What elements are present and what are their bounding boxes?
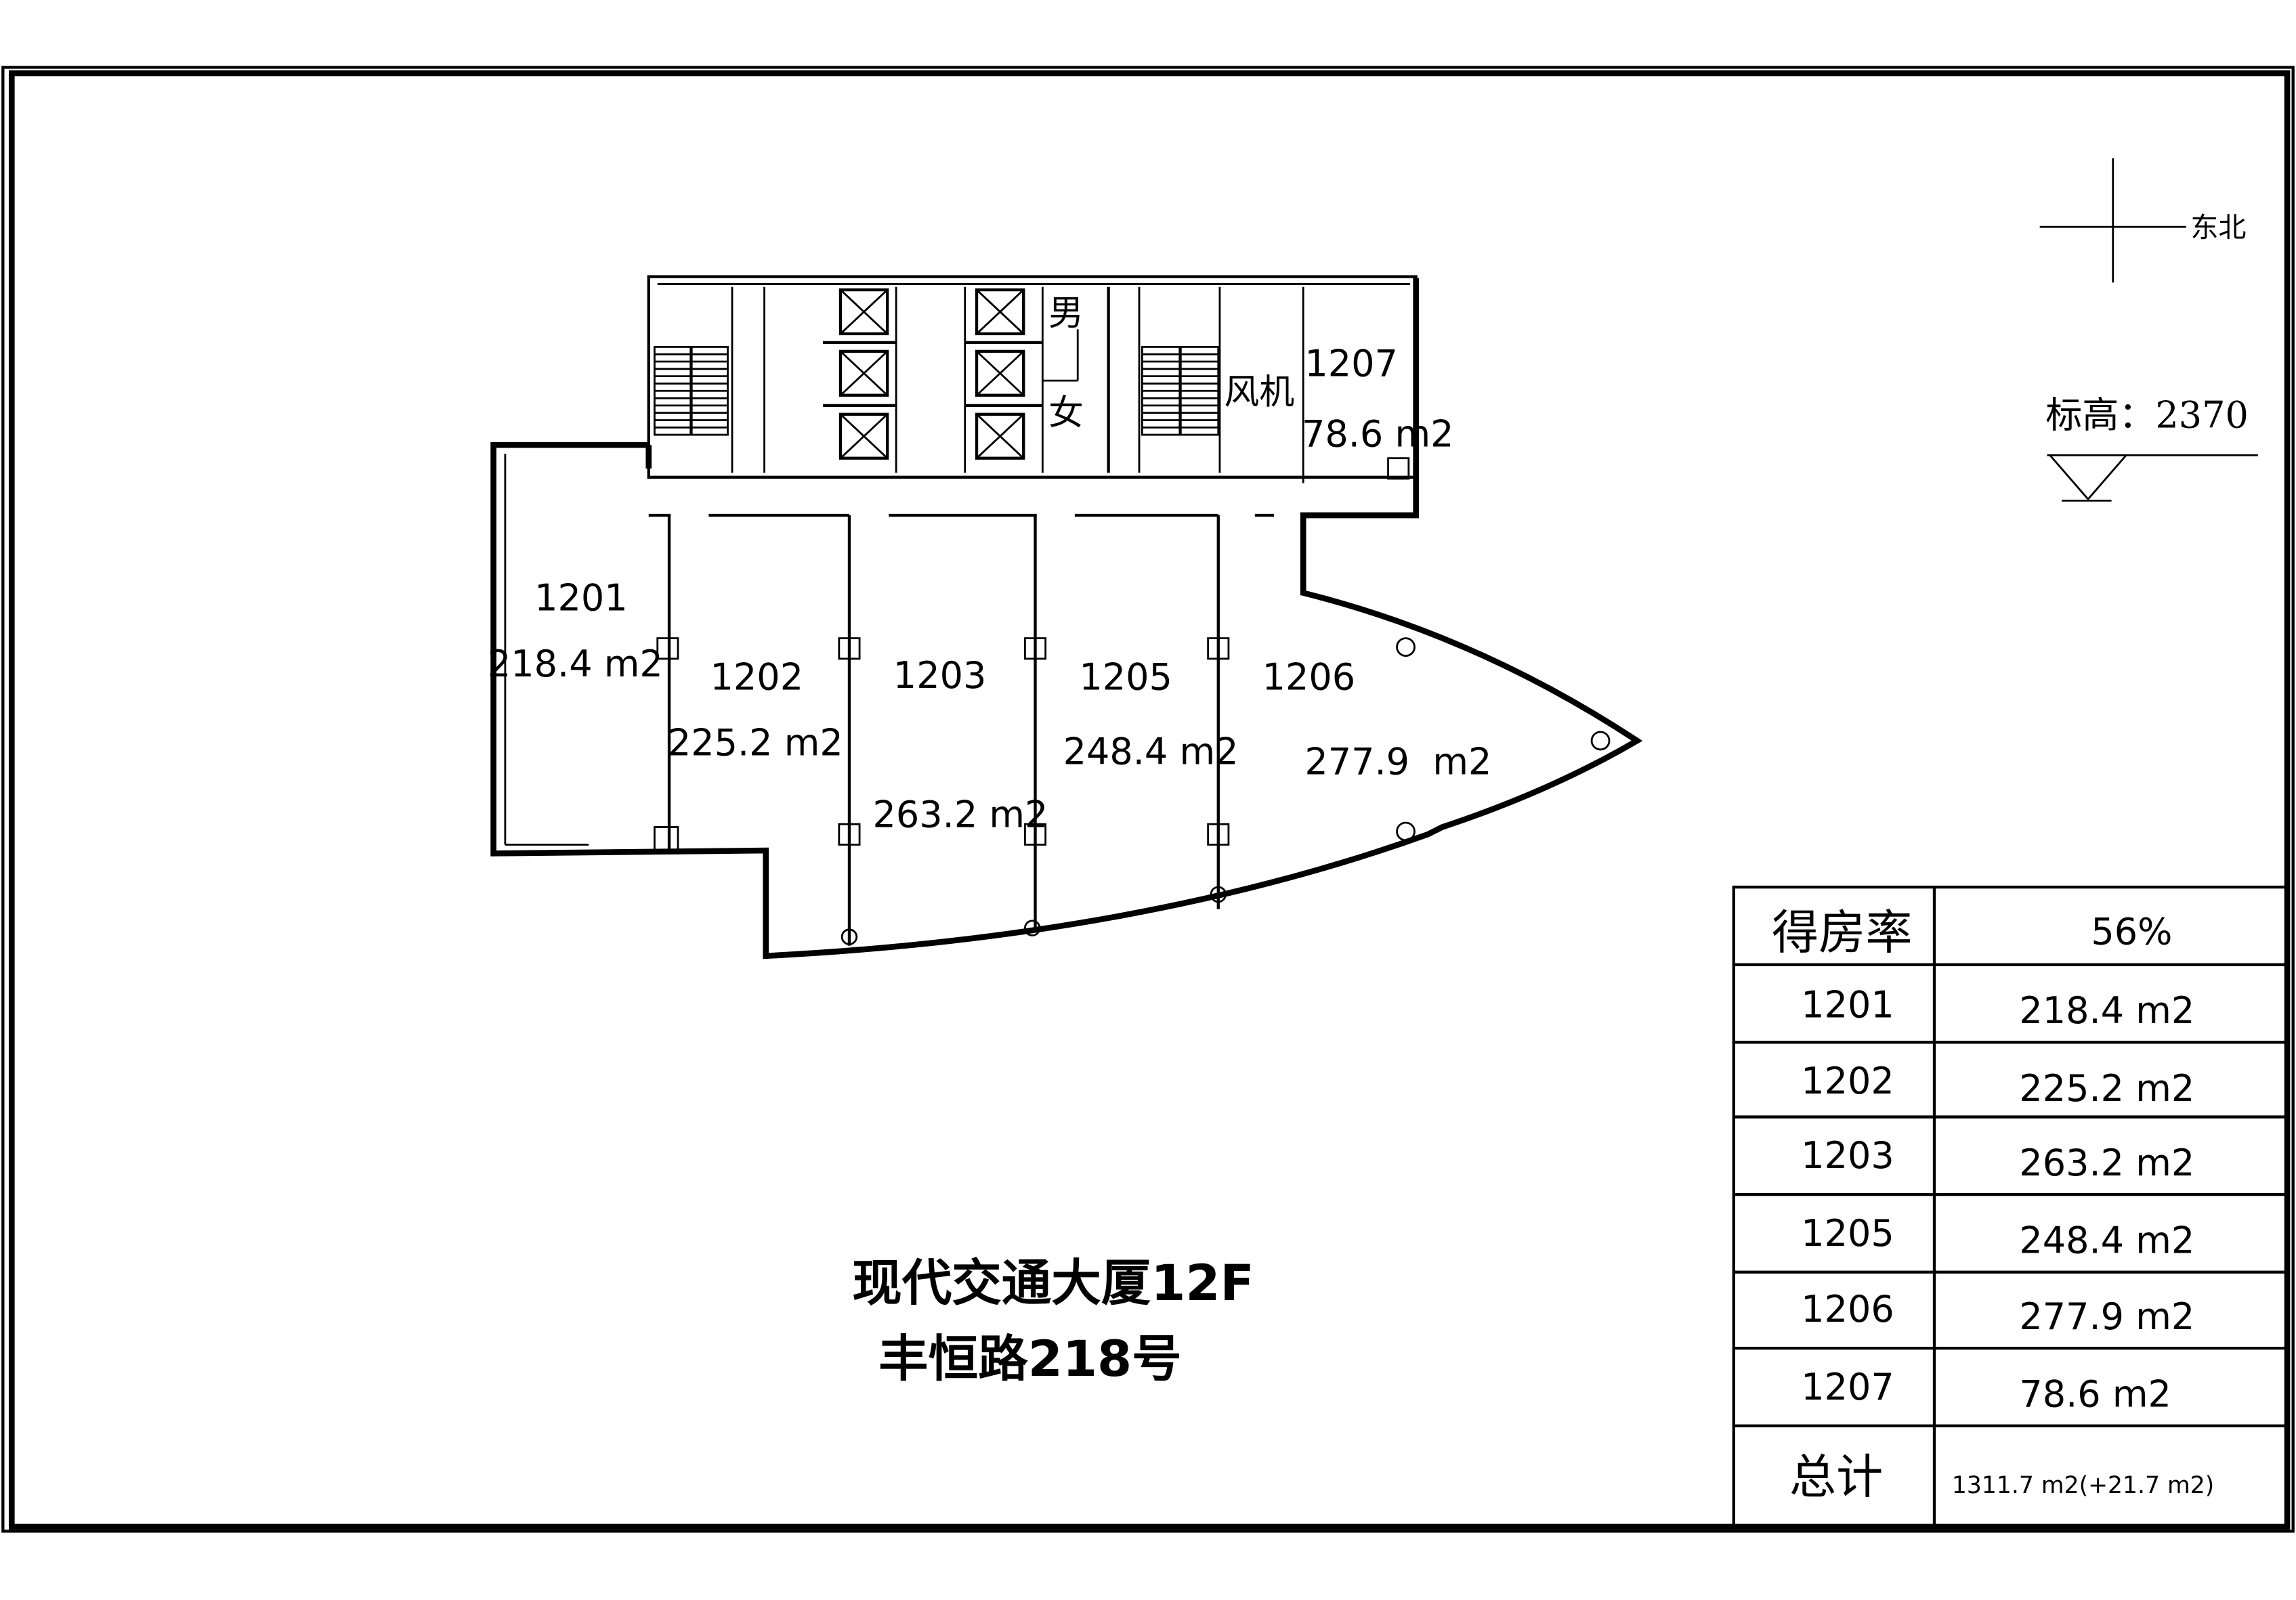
table-unit: 1203 <box>1801 1134 1894 1177</box>
compass-label: 东北 <box>2190 211 2246 244</box>
outer-frame <box>1 66 2295 1533</box>
table-unit: 1206 <box>1801 1288 1894 1331</box>
area-table: 得房率 56% 1201 218.4 m2 1202 225.2 m2 1203… <box>1732 885 2289 1529</box>
table-header-value: 56% <box>2091 910 2172 953</box>
core-block <box>647 275 1418 479</box>
stair-icon <box>1141 345 1220 436</box>
table-area: 248.4 m2 <box>2019 1219 2194 1262</box>
table-area: 263.2 m2 <box>2019 1142 2194 1184</box>
table-area: 277.9 m2 <box>2019 1295 2194 1338</box>
room-1205-number: 1205 <box>1079 655 1172 698</box>
table-total-label: 总计 <box>1789 1450 1883 1505</box>
elevator-icon <box>838 288 889 336</box>
elevation-label: 标高：2370 <box>2045 393 2249 436</box>
table-unit: 1207 <box>1801 1366 1894 1408</box>
table-unit: 1201 <box>1801 984 1894 1026</box>
partition-walls <box>648 457 1611 946</box>
table-total-value: 1311.7 m2(+21.7 m2) <box>1952 1472 2214 1499</box>
table-unit: 1205 <box>1801 1212 1894 1255</box>
room-1202-area: 225.2 m2 <box>668 722 843 764</box>
room-1201-number: 1201 <box>534 577 628 620</box>
drawing-title: 现代交通大厦12F <box>852 1255 1254 1312</box>
building-outline <box>490 278 1643 959</box>
compass-icon <box>2039 158 2186 283</box>
fan-room-label: 风机 <box>1224 372 1294 413</box>
elevator-icon <box>975 288 1025 336</box>
room-1203-number: 1203 <box>893 654 987 697</box>
elevator-icon <box>975 412 1025 460</box>
room-1206-number: 1206 <box>1262 655 1356 698</box>
inner-frame <box>8 70 2291 1530</box>
table-unit: 1202 <box>1801 1060 1894 1102</box>
table-header-label: 得房率 <box>1772 906 1913 960</box>
table-area: 78.6 m2 <box>2019 1373 2171 1416</box>
elevator-icon <box>975 349 1025 397</box>
elevation-marker-icon <box>2047 454 2258 502</box>
room-1202-number: 1202 <box>710 655 804 698</box>
elevator-icon <box>838 349 889 397</box>
room-1205-area: 248.4 m2 <box>1063 731 1239 773</box>
table-area: 225.2 m2 <box>2019 1067 2194 1110</box>
room-1203-area: 263.2 m2 <box>873 793 1048 836</box>
room-1201-area: 218.4 m2 <box>488 643 663 685</box>
room-1206-area: 277.9 m2 <box>1304 741 1491 783</box>
male-restroom-label: 男 <box>1048 293 1084 334</box>
room-1207-area: 78.6 m2 <box>1302 412 1454 455</box>
female-restroom-label: 女 <box>1048 393 1084 433</box>
elevator-icon <box>838 412 889 460</box>
stair-icon <box>654 345 729 436</box>
core-interior <box>654 286 1304 483</box>
room-1207-number: 1207 <box>1304 343 1398 385</box>
table-area: 218.4 m2 <box>2019 989 2194 1032</box>
drawing-address: 丰恒路218号 <box>878 1331 1181 1388</box>
